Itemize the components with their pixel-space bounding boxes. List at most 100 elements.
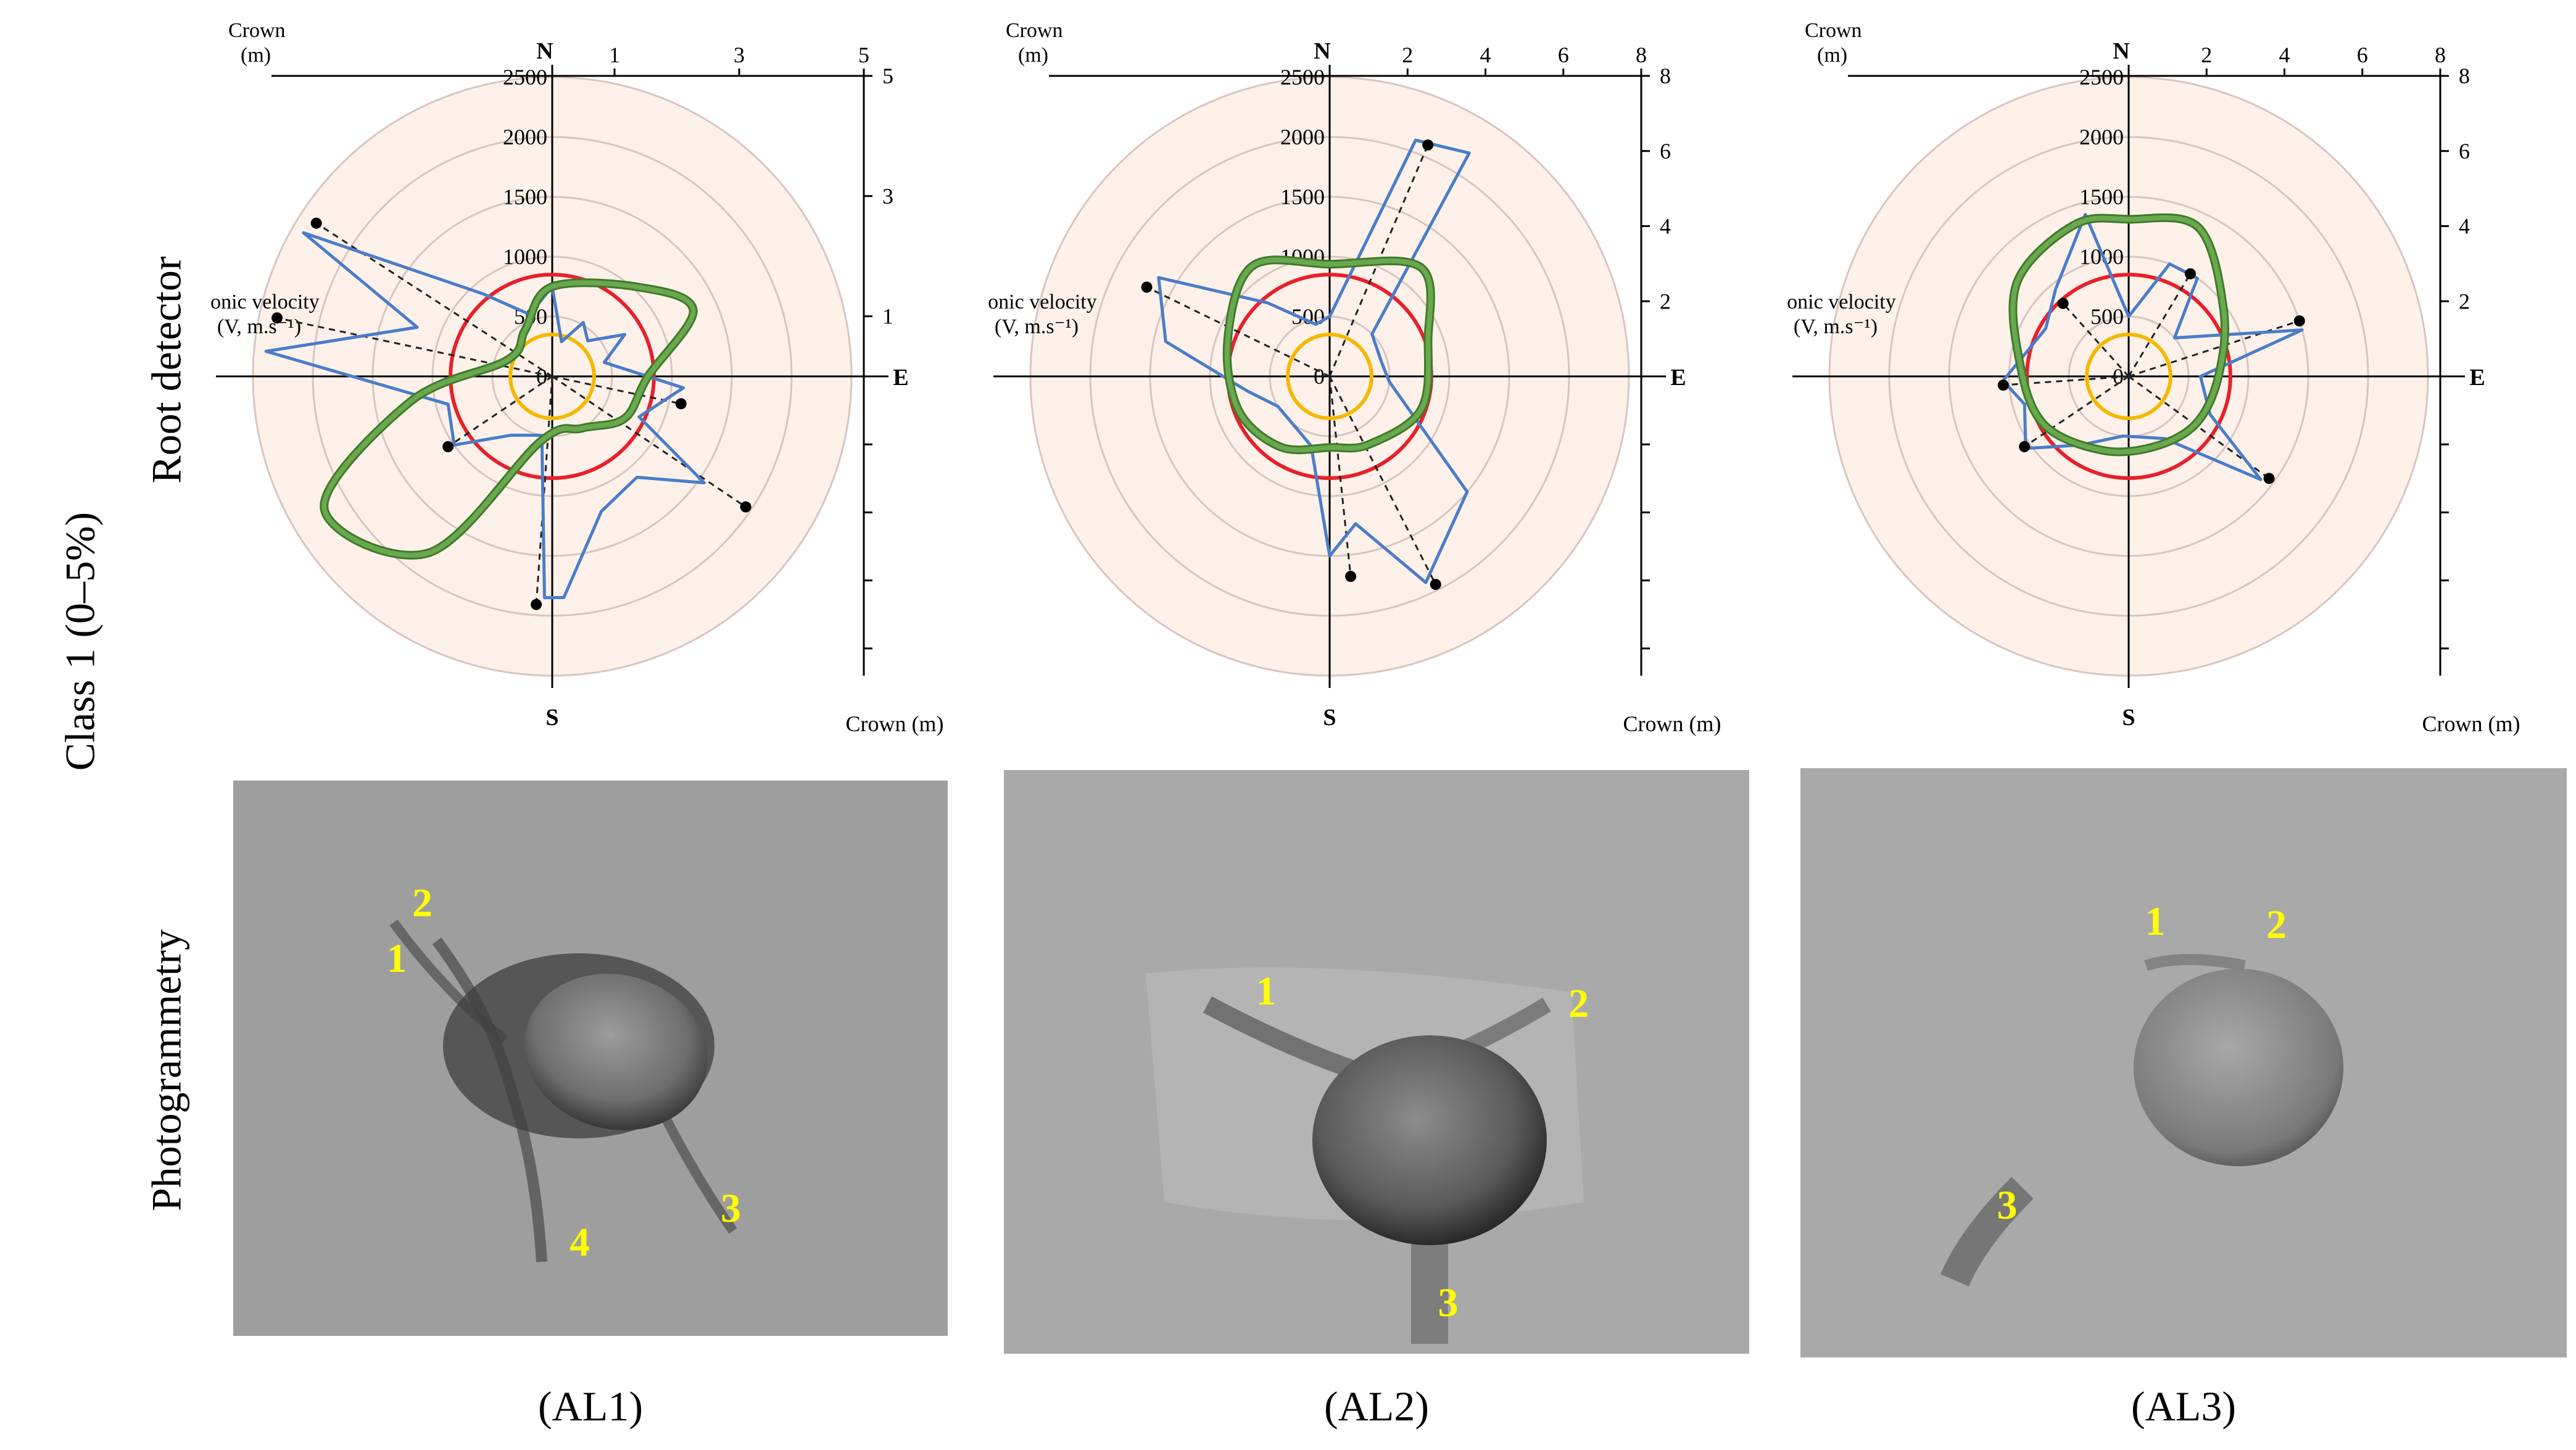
direction-s: S [545, 705, 558, 731]
crown-right-tick-label: 5 [882, 64, 893, 88]
crown-bottom-title: Crown (m) [2422, 711, 2520, 736]
direction-s: S [2122, 705, 2135, 731]
root-point-marker [1430, 579, 1441, 590]
velocity-tick-label: 500 [2090, 304, 2124, 329]
root-direction-line [1328, 376, 1437, 585]
sonic-velocity-line [1157, 138, 1471, 584]
sonic-velocity-line [264, 231, 706, 600]
crown-top-tick-label: 4 [1480, 43, 1491, 67]
root-point-marker [2263, 473, 2275, 484]
direction-e: E [2469, 365, 2485, 391]
direction-n: N [536, 38, 553, 64]
photogrammetry-image-al3: 1 2 3 [1800, 768, 2567, 1357]
crown-top-title-unit: (m) [1018, 44, 1048, 67]
root-direction-line [552, 375, 747, 508]
crown-right-tick-label: 4 [1660, 214, 1671, 239]
velocity-tick-label: 2000 [1280, 125, 1325, 149]
sonic-velocity-line [2001, 213, 2304, 481]
crown-outline [321, 280, 696, 558]
velocity-tick-label: 1000 [2079, 244, 2124, 269]
velocity-tick-label: 0 [536, 364, 547, 389]
crown-right-tick-label: 8 [2459, 64, 2470, 88]
root-point-marker [1422, 139, 1434, 151]
crown-top-title-unit: (m) [241, 44, 271, 67]
root-point-marker [1345, 571, 1357, 582]
crown-right-tick-label: 8 [1660, 64, 1671, 88]
velocity-tick-label: 1500 [503, 184, 547, 209]
velocity-axis-title: Sonic velocity [1786, 291, 1896, 313]
crown-right-tick-label: 2 [1660, 289, 1671, 313]
crown-top-tick-label: 5 [858, 43, 869, 67]
crown-top-tick-label: 6 [2357, 43, 2368, 67]
root-point-marker [310, 217, 322, 229]
root-label-4: 4 [569, 1220, 590, 1265]
photogrammetry-image-al1: 2 1 3 4 [233, 781, 948, 1336]
crown-right-tick-label: 2 [2459, 289, 2470, 313]
velocity-tick-label: 1000 [503, 244, 547, 269]
velocity-axis-title: Sonic velocity [210, 291, 320, 313]
photogrammetry-image-al2: 1 2 3 [1004, 770, 1749, 1354]
crown-right-tick-label: 4 [2459, 214, 2470, 239]
root-point-marker [531, 599, 542, 610]
velocity-axis-unit: (V, m.s⁻¹) [995, 315, 1079, 338]
caption-al3: (AL3) [2131, 1383, 2236, 1430]
caption-al2: (AL2) [1324, 1383, 1429, 1430]
yellow-reference-circle [1286, 333, 1373, 420]
velocity-tick-label: 1500 [1280, 184, 1325, 209]
crown-bottom-title: Crown (m) [1623, 711, 1721, 736]
velocity-tick-label: 2000 [2079, 125, 2124, 149]
root-point-marker [675, 398, 687, 410]
velocity-tick-label: 2000 [503, 125, 547, 149]
root-direction-line [2062, 302, 2130, 378]
crown-top-title-unit: (m) [1817, 44, 1847, 67]
crown-right-tick-label: 1 [882, 304, 893, 329]
root-label-2: 2 [2266, 902, 2287, 947]
yellow-reference-circle [2085, 333, 2172, 420]
velocity-tick-label: 0 [1314, 364, 1325, 389]
root-direction-line [276, 317, 553, 378]
velocity-tick-label: 0 [2113, 364, 2124, 389]
root-point-marker [2184, 268, 2196, 280]
root-label-1: 1 [387, 936, 407, 981]
root-direction-line [1328, 376, 1352, 577]
root-label-3: 3 [1997, 1183, 2018, 1228]
crown-top-title: Crown [228, 19, 286, 42]
root-label-2: 2 [1568, 981, 1589, 1026]
root-point-marker [1141, 281, 1153, 293]
root-label-1: 1 [1256, 969, 1277, 1014]
direction-e: E [893, 365, 908, 391]
class-label: Class 1 (0–5%) [56, 512, 104, 771]
root-direction-line [2128, 320, 2300, 378]
crown-top-tick-label: 8 [1636, 43, 1647, 67]
polar-chart-al1: 05001000150020002500113355Crown(m)Crown … [210, 19, 944, 736]
polar-chart-al3: 0500100015002000250022446688Crown(m)Crow… [1786, 19, 2520, 736]
velocity-axis-unit: (V, m.s⁻¹) [1794, 315, 1878, 338]
root-label-3: 3 [1438, 1280, 1459, 1325]
root-point-marker [442, 441, 454, 452]
velocity-tick-label: 1500 [2079, 184, 2124, 209]
crown-top-tick-label: 2 [2201, 43, 2212, 67]
root-point-marker [271, 312, 283, 324]
crown-right-tick-label: 3 [882, 184, 893, 209]
root-direction-line [2127, 273, 2192, 377]
direction-s: S [1323, 705, 1336, 731]
root-point-marker [1997, 379, 2009, 391]
velocity-axis-unit: (V, m.s⁻¹) [217, 315, 301, 338]
velocity-tick-label: 2500 [503, 65, 547, 89]
crown-top-title: Crown [1805, 19, 1862, 42]
crown-bottom-title: Crown (m) [846, 711, 944, 736]
root-label-2: 2 [412, 880, 433, 926]
direction-n: N [1314, 38, 1330, 64]
root-detector-label: Root detector [143, 256, 190, 484]
root-point-marker [2019, 441, 2031, 452]
photogrammetry-label: Photogrammetry [143, 929, 190, 1212]
crown-top-tick-label: 2 [1402, 43, 1413, 67]
root-direction-line [447, 375, 553, 448]
velocity-tick-label: 2500 [2079, 65, 2124, 89]
crown-right-tick-label: 6 [1660, 139, 1671, 164]
velocity-axis-title: Sonic velocity [987, 291, 1097, 313]
crown-right-tick-label: 6 [2459, 139, 2470, 164]
crown-top-tick-label: 6 [1558, 43, 1569, 67]
polar-chart-al2: 0500100015002000250022446688Crown(m)Crow… [987, 19, 1721, 736]
direction-n: N [2113, 38, 2129, 64]
